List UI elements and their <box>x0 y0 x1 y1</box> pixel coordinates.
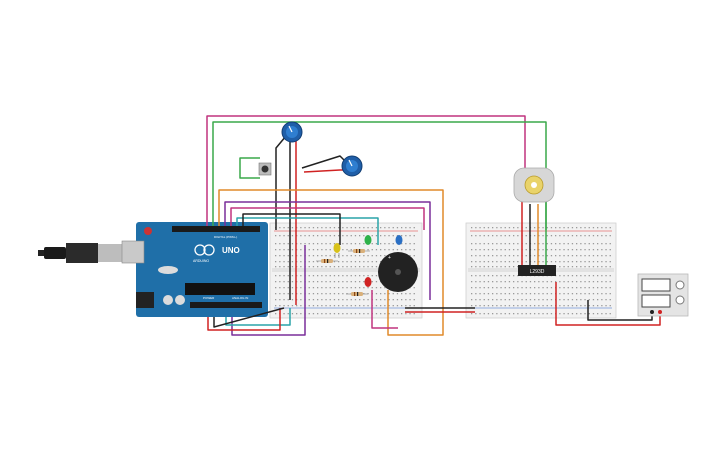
digital-header <box>172 226 260 232</box>
board-brand-label: ARDUINO <box>193 259 209 263</box>
wire-black-bottom[interactable] <box>213 307 285 328</box>
resistor-icon[interactable] <box>316 259 338 263</box>
wire-magenta-buzzer[interactable] <box>371 290 398 329</box>
resistor-icon[interactable] <box>346 292 368 296</box>
digital-pins-label: DIGITAL (PWM~) <box>214 235 237 239</box>
dc-motor-icon[interactable] <box>513 167 555 203</box>
usb-plug-icon <box>38 243 124 263</box>
motor-driver-chip[interactable]: L293D <box>518 265 556 276</box>
analog-pins-label: ANALOG IN <box>232 296 248 300</box>
wire-red-pot2[interactable] <box>303 169 344 173</box>
wire-teal[interactable] <box>236 217 379 245</box>
arduino-logo-icon <box>194 244 215 256</box>
wire-red-supply[interactable] <box>555 282 661 326</box>
wire-orange-bottom[interactable] <box>387 290 444 336</box>
microcontroller-chip <box>185 283 255 295</box>
wire-red-bottom[interactable] <box>207 308 281 331</box>
wires <box>206 115 661 336</box>
wire-black-pot1[interactable] <box>275 135 287 230</box>
breadboard-right[interactable] <box>465 222 617 319</box>
arduino-board[interactable]: UNO ARDUINO DIGITAL (PWM~) POWER ANALOG … <box>121 222 268 317</box>
svg-text:+: + <box>388 255 391 261</box>
wire-teal-bottom[interactable] <box>225 308 291 326</box>
led-icon[interactable] <box>395 235 403 245</box>
reset-button[interactable] <box>144 227 152 235</box>
potentiometer-icon[interactable] <box>341 155 363 177</box>
board-model-label: UNO <box>222 246 240 255</box>
power-supply-icon[interactable] <box>637 273 689 317</box>
wire-magenta-top[interactable] <box>206 115 526 226</box>
power-pins-label: POWER <box>203 296 215 300</box>
potentiometer-icon[interactable] <box>281 121 303 143</box>
wire-black-mid[interactable] <box>242 213 341 245</box>
wire-black-pot2[interactable] <box>301 155 345 169</box>
pushbutton-icon[interactable] <box>258 162 272 176</box>
led-icon[interactable] <box>364 235 372 245</box>
chip-label: L293D <box>530 269 545 275</box>
analog-header <box>190 302 262 308</box>
buzzer-icon[interactable]: + <box>378 252 418 292</box>
led-icon[interactable] <box>364 277 372 287</box>
wire-purple-top[interactable] <box>224 201 431 300</box>
led-icon[interactable] <box>333 243 341 258</box>
wire-green-button[interactable] <box>239 157 260 179</box>
wire-orange-top[interactable] <box>218 189 444 308</box>
resistor-icon[interactable] <box>348 249 370 253</box>
wire-purple-bottom[interactable] <box>231 245 306 336</box>
wire-magenta-mid[interactable] <box>230 207 425 230</box>
